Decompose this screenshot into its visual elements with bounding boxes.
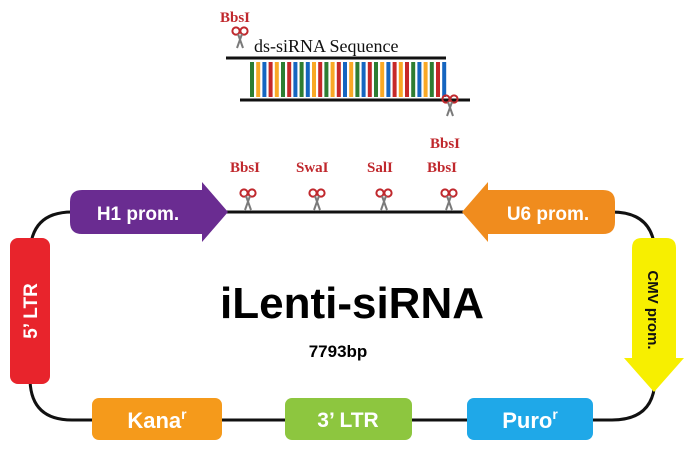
insert-site-bottom-label: BbsI	[430, 136, 460, 152]
scissors-icon	[308, 188, 326, 211]
base-pair-bar	[349, 62, 354, 97]
base-pair-bar	[281, 62, 285, 97]
mcs-site-label: SwaI	[296, 160, 329, 176]
base-pair-bar	[429, 62, 434, 97]
base-pair-bar	[305, 62, 310, 97]
puro-block: Puror	[467, 398, 593, 440]
scissors-icon	[440, 188, 458, 211]
base-pair-bar	[268, 62, 273, 97]
u6-promoter-label: U6 prom.	[507, 204, 589, 225]
cmv-promoter-arrow: CMV prom.	[624, 238, 684, 392]
sirna-insert: ds-siRNA Sequence BbsI BbsI	[220, 10, 470, 152]
base-pair-bar	[312, 62, 316, 97]
scissors-icon	[375, 188, 393, 211]
base-pair-bar	[330, 62, 335, 97]
u6-promoter-arrow: U6 prom.	[462, 182, 615, 242]
base-pair-bar	[392, 62, 397, 97]
ltr5-block: 5’ LTR	[10, 238, 50, 384]
h1-promoter-arrow: H1 prom.	[70, 182, 228, 242]
base-pair-bar	[318, 62, 323, 97]
h1-promoter-shape	[70, 182, 228, 242]
kana-label-group: Kanar	[127, 406, 187, 433]
ltr5-label: 5’ LTR	[21, 283, 42, 339]
ltr3-block: 3’ LTR	[285, 398, 412, 440]
kana-label: Kana	[127, 408, 182, 433]
base-pair-bar	[274, 62, 279, 97]
base-pair-bar	[355, 62, 360, 97]
scissors-icon	[239, 188, 257, 211]
base-pair-bar	[324, 62, 329, 97]
h1-promoter-label: H1 prom.	[97, 204, 179, 225]
ltr3-shape	[285, 398, 412, 440]
base-pair-bar	[442, 62, 447, 97]
mcs-site-label: BbsI	[427, 160, 457, 176]
base-pair-bar	[287, 62, 292, 97]
base-pair-bar	[405, 62, 409, 97]
cmv-promoter-label: CMV prom.	[644, 270, 661, 349]
base-pair-bar	[250, 62, 254, 97]
kana-block: Kanar	[92, 398, 222, 440]
base-pair-bar	[398, 62, 403, 97]
kana-superscript: r	[181, 406, 187, 422]
base-pair-bar	[423, 62, 428, 97]
ltr3-label: 3’ LTR	[317, 409, 378, 432]
puro-superscript: r	[552, 406, 558, 422]
kana-shape	[92, 398, 222, 440]
base-pair-bar	[293, 62, 298, 97]
base-pair-bar	[367, 62, 372, 97]
base-pair-bar	[361, 62, 366, 97]
ltr5-shape	[10, 238, 50, 384]
base-pair-bar	[386, 62, 391, 97]
base-pair-bar	[374, 62, 378, 97]
insert-sequence-label: ds-siRNA Sequence	[254, 36, 398, 56]
mcs-site-label: BbsI	[230, 160, 260, 176]
base-pair-bar	[436, 62, 440, 97]
cmv-promoter-shape	[624, 238, 684, 392]
puro-label: Puro	[502, 408, 552, 433]
base-pair-bar	[262, 62, 267, 97]
base-pair-bar	[411, 62, 416, 97]
mcs-site-label: SalI	[367, 160, 393, 176]
base-pair-bar	[336, 62, 341, 97]
plasmid-name: iLenti-siRNA	[220, 279, 484, 328]
puro-shape	[467, 398, 593, 440]
base-pair-bar	[417, 62, 422, 97]
insert-site-top-label: BbsI	[220, 10, 250, 26]
scissors-icon	[231, 26, 249, 49]
puro-label-group: Puror	[502, 406, 558, 433]
base-pair-bar	[299, 62, 304, 97]
base-pair-bar	[256, 62, 261, 97]
plasmid-size: 7793bp	[309, 342, 368, 361]
scissors-icon	[441, 94, 459, 117]
mcs-sites: BbsI SwaI SalI BbsI	[230, 160, 458, 211]
base-pair-bars	[250, 62, 447, 97]
base-pair-bar	[343, 62, 347, 97]
u6-promoter-shape	[462, 182, 615, 242]
base-pair-bar	[380, 62, 385, 97]
